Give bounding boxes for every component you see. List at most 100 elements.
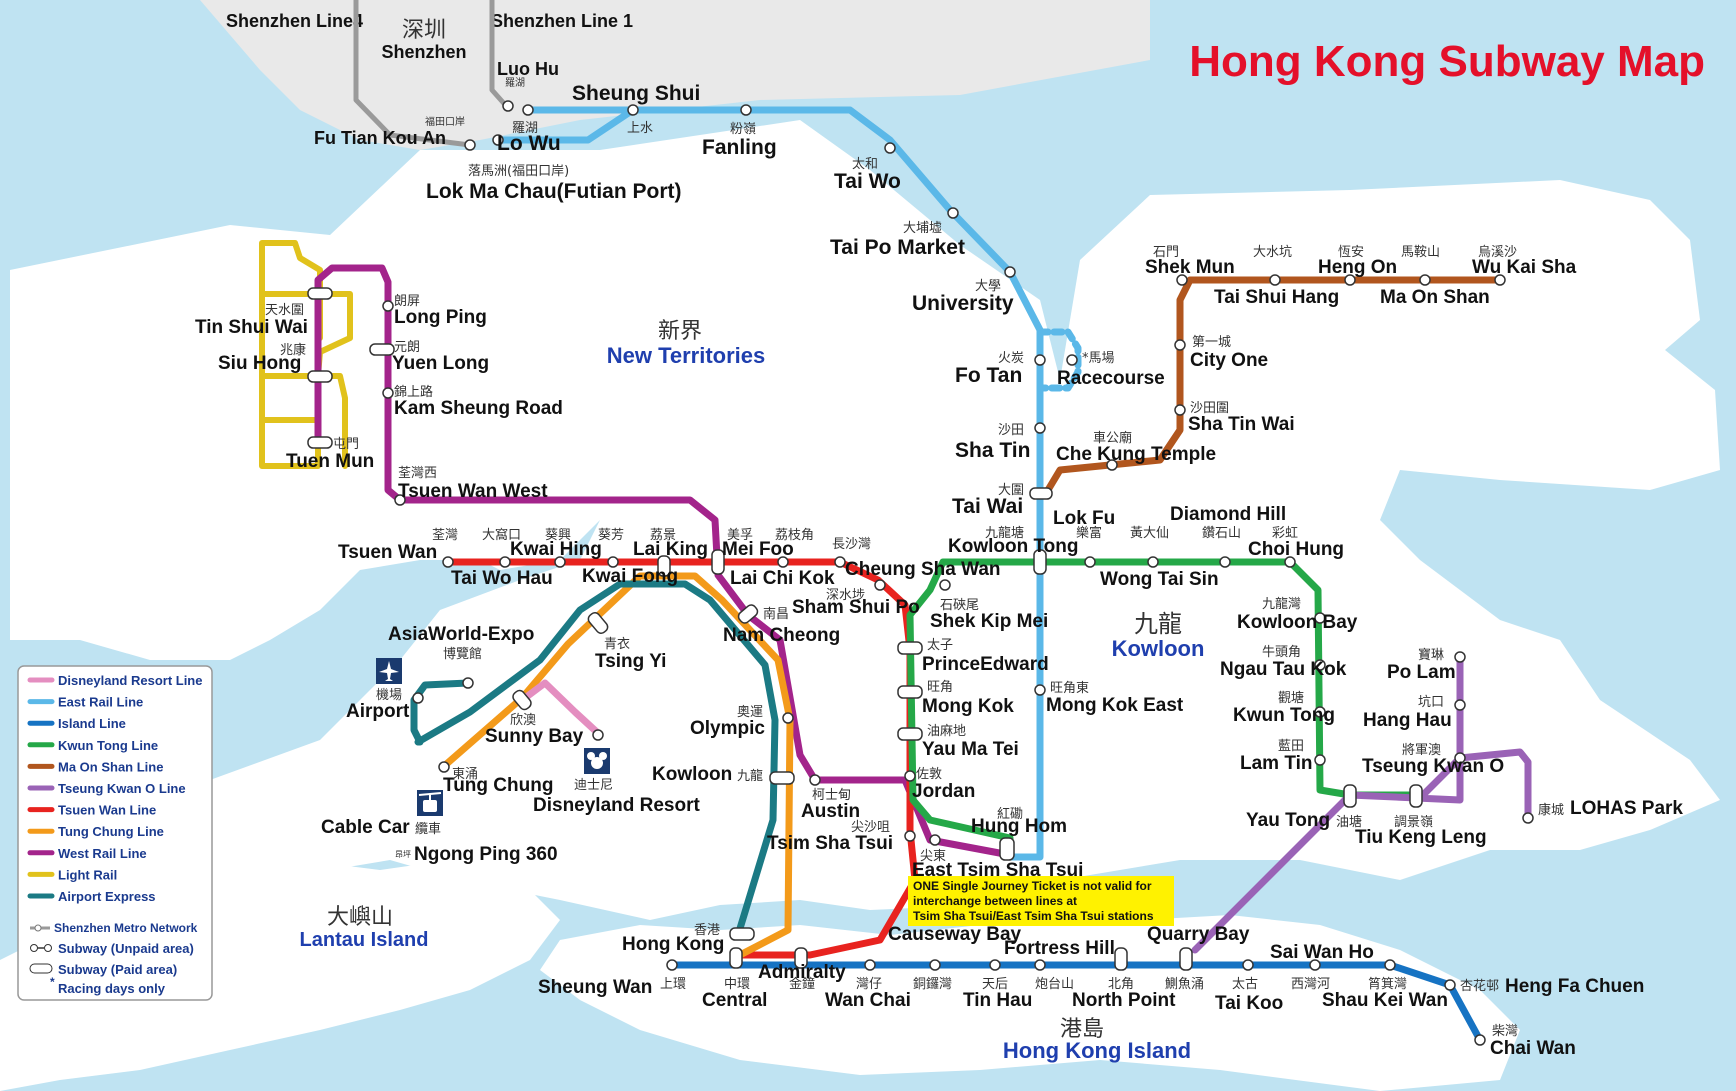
station-marker-tin-shui-wai[interactable] bbox=[307, 287, 333, 300]
station-marker-lai-king[interactable] bbox=[657, 555, 671, 577]
station-marker-kowloon-bay[interactable] bbox=[1314, 612, 1326, 624]
station-marker-mong-kok-east[interactable] bbox=[1034, 684, 1046, 696]
ticket-note: ONE Single Journey Ticket is not valid f… bbox=[908, 876, 1174, 926]
station-marker-ngau-tau-kok[interactable] bbox=[1314, 659, 1326, 671]
station-marker-admiralty[interactable] bbox=[794, 947, 808, 969]
station-marker-yau-tong[interactable] bbox=[1343, 784, 1357, 808]
station-marker-racecourse[interactable] bbox=[1066, 354, 1078, 366]
label-chai-wan: Chai Wan bbox=[1490, 1038, 1576, 1059]
station-marker-east-tsim-sha-tsui[interactable] bbox=[929, 834, 941, 846]
station-marker-prince-edward[interactable] bbox=[897, 641, 923, 655]
station-marker-lam-tin[interactable] bbox=[1314, 754, 1326, 766]
shenzhen-label: Shenzhen bbox=[381, 42, 466, 62]
station-marker-sunny-bay[interactable] bbox=[511, 688, 533, 711]
label-lohas-park-zh: 康城 bbox=[1538, 802, 1564, 818]
station-marker-kwun-tong[interactable] bbox=[1314, 706, 1326, 718]
station-marker-wan-chai[interactable] bbox=[864, 959, 876, 971]
station-marker-lai-chi-kok[interactable] bbox=[777, 556, 789, 568]
station-marker-fu-tian[interactable] bbox=[464, 139, 476, 151]
station-marker-asiaworld-expo[interactable] bbox=[462, 677, 474, 689]
station-marker-sheung-shui[interactable] bbox=[627, 104, 639, 116]
station-marker-sha-tin-wai[interactable] bbox=[1174, 404, 1186, 416]
rail-lines bbox=[259, 0, 1532, 1044]
station-marker-che-kung-temple[interactable] bbox=[1106, 459, 1118, 471]
station-marker-fanling[interactable] bbox=[740, 104, 752, 116]
station-marker-luo-hu[interactable] bbox=[502, 100, 514, 112]
station-marker-yuen-long[interactable] bbox=[369, 343, 395, 356]
station-marker-tai-koo[interactable] bbox=[1242, 959, 1254, 971]
label-mong-kok-zh: 旺角 bbox=[927, 680, 953, 695]
station-marker-mei-foo[interactable] bbox=[711, 549, 725, 575]
station-marker-kowloon[interactable] bbox=[769, 771, 795, 785]
station-marker-tseung-kwan-o[interactable] bbox=[1454, 752, 1466, 764]
station-marker-yau-ma-tei[interactable] bbox=[897, 727, 923, 741]
station-marker-chai-wan[interactable] bbox=[1474, 1034, 1486, 1046]
station-marker-kam-sheung-road[interactable] bbox=[382, 387, 394, 399]
station-marker-tin-hau[interactable] bbox=[989, 959, 1001, 971]
station-marker-sham-shui-po[interactable] bbox=[874, 579, 886, 591]
station-marker-airport[interactable] bbox=[412, 692, 424, 704]
station-marker-tuen-mun[interactable] bbox=[307, 436, 333, 449]
station-marker-sha-tin[interactable] bbox=[1034, 422, 1046, 434]
station-marker-cheung-sha-wan[interactable] bbox=[834, 556, 846, 568]
label-wan-chai: Wan Chai bbox=[825, 990, 911, 1011]
label-racecourse-zh: *馬場 bbox=[1082, 351, 1115, 366]
station-marker-tai-po-market[interactable] bbox=[947, 207, 959, 219]
station-marker-disneyland-resort[interactable] bbox=[592, 729, 604, 741]
station-marker-siu-hong[interactable] bbox=[307, 370, 333, 383]
station-marker-hang-hau[interactable] bbox=[1454, 699, 1466, 711]
station-marker-tsing-yi[interactable] bbox=[586, 611, 609, 636]
station-marker-olympic[interactable] bbox=[782, 712, 794, 724]
station-marker-tai-shui-hang[interactable] bbox=[1269, 274, 1281, 286]
station-marker-kwai-hing[interactable] bbox=[554, 556, 566, 568]
station-marker-tung-chung[interactable] bbox=[438, 761, 450, 773]
station-marker-jordan[interactable] bbox=[904, 770, 916, 782]
station-marker-kowloon-tong[interactable] bbox=[1033, 549, 1047, 575]
station-marker-north-point[interactable] bbox=[1114, 947, 1128, 971]
station-marker-tai-wo[interactable] bbox=[884, 142, 896, 154]
station-marker-shau-kei-wan[interactable] bbox=[1384, 959, 1396, 971]
station-marker-tsuen-wan[interactable] bbox=[442, 556, 454, 568]
station-marker-tsuen-wan-west[interactable] bbox=[394, 494, 406, 506]
station-marker-hong-kong[interactable] bbox=[729, 927, 755, 941]
station-marker-city-one[interactable] bbox=[1174, 339, 1186, 351]
label-airport-zh: 機場 bbox=[376, 688, 402, 703]
station-marker-heng-on[interactable] bbox=[1344, 274, 1356, 286]
station-marker-ma-on-shan[interactable] bbox=[1419, 274, 1431, 286]
station-marker-fortress-hill[interactable] bbox=[1034, 959, 1046, 971]
station-marker-tiu-keng-leng[interactable] bbox=[1409, 784, 1423, 808]
station-marker-lok-ma-chau[interactable] bbox=[492, 134, 504, 146]
station-marker-university[interactable] bbox=[1004, 266, 1016, 278]
station-marker-heng-fa-chuen[interactable] bbox=[1444, 979, 1456, 991]
station-marker-lo-wu[interactable] bbox=[522, 104, 534, 116]
station-marker-fo-tan[interactable] bbox=[1034, 354, 1046, 366]
station-marker-choi-hung[interactable] bbox=[1284, 556, 1296, 568]
label-shau-kei-wan-zh: 筲箕灣 bbox=[1368, 976, 1407, 992]
station-marker-nam-cheong[interactable] bbox=[736, 603, 759, 625]
station-marker-shek-kip-mei[interactable] bbox=[939, 579, 951, 591]
station-marker-wu-kai-sha[interactable] bbox=[1494, 274, 1506, 286]
legend-line-label-5: Tseung Kwan O Line bbox=[58, 781, 186, 796]
label-yau-ma-tei: Yau Ma Tei bbox=[922, 739, 1019, 760]
station-marker-shek-mun[interactable] bbox=[1176, 274, 1188, 286]
station-marker-lohas-park[interactable] bbox=[1522, 812, 1534, 824]
label-university-zh: 大學 bbox=[975, 279, 1001, 294]
station-marker-causeway-bay[interactable] bbox=[929, 959, 941, 971]
station-marker-diamond-hill[interactable] bbox=[1219, 556, 1231, 568]
station-marker-sheung-wan[interactable] bbox=[666, 959, 678, 971]
station-marker-central[interactable] bbox=[729, 947, 743, 969]
station-marker-tsim-sha-tsui[interactable] bbox=[904, 830, 916, 842]
station-marker-hung-hom[interactable] bbox=[999, 837, 1015, 861]
station-marker-kwai-fong[interactable] bbox=[607, 556, 619, 568]
station-marker-tai-wai[interactable] bbox=[1029, 487, 1053, 500]
station-marker-long-ping[interactable] bbox=[382, 300, 394, 312]
station-marker-wong-tai-sin[interactable] bbox=[1147, 556, 1159, 568]
station-marker-tai-wo-hau[interactable] bbox=[499, 556, 511, 568]
station-marker-mong-kok[interactable] bbox=[897, 685, 923, 699]
station-marker-austin[interactable] bbox=[809, 774, 821, 786]
station-marker-sai-wan-ho[interactable] bbox=[1309, 959, 1321, 971]
label-lai-king: Lai King bbox=[633, 539, 708, 560]
station-marker-po-lam[interactable] bbox=[1454, 651, 1466, 663]
station-marker-quarry-bay[interactable] bbox=[1179, 947, 1193, 971]
station-marker-lok-fu[interactable] bbox=[1084, 556, 1096, 568]
